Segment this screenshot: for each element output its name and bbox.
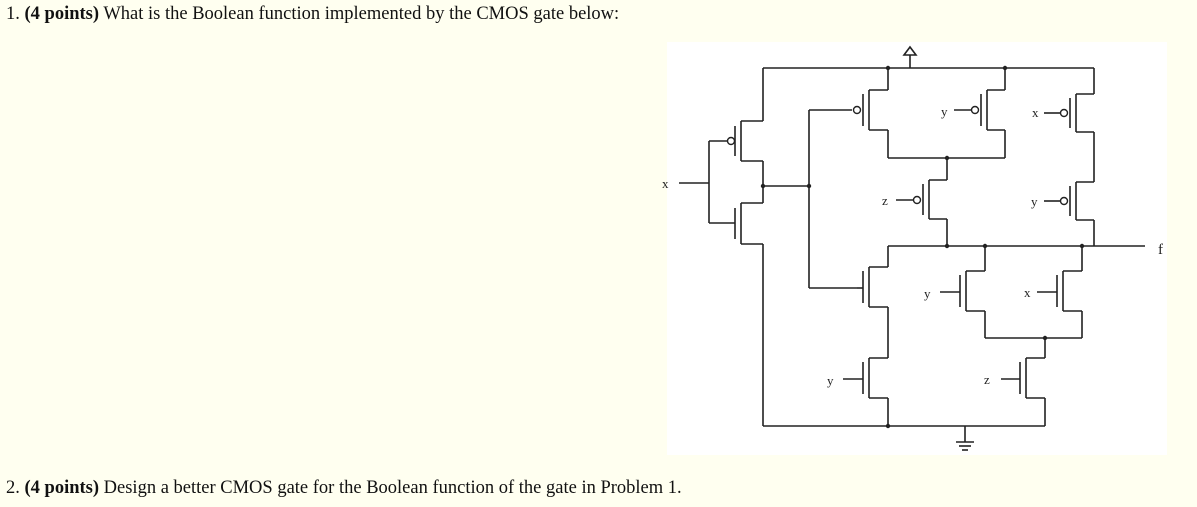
question-2-number: 2.: [6, 478, 20, 498]
nmos-mid-left: y: [924, 270, 986, 338]
nmos-label-3: y: [924, 286, 931, 301]
pmos-label-3: z: [882, 193, 888, 208]
xbar-wiring: [806, 109, 857, 289]
ground-symbol: [956, 426, 974, 451]
question-1-number: 1.: [6, 4, 20, 24]
nmos-left-top: [857, 266, 889, 358]
question-1: 1. (4 points) What is the Boolean functi…: [6, 3, 619, 25]
question-2-points: (4 points): [24, 478, 100, 498]
question-2: 2. (4 points) Design a better CMOS gate …: [6, 477, 682, 499]
question-2-text: Design a better CMOS gate for the Boolea…: [103, 478, 682, 498]
vdd-symbol: [902, 45, 918, 68]
nmos-label-4: z: [984, 372, 990, 387]
output-f-label: f: [1158, 242, 1163, 258]
input-x-label: x: [662, 176, 669, 191]
pmos-label-4: y: [1031, 194, 1038, 209]
nmos-bottom-right: z: [984, 338, 1046, 426]
pmos-top-middle: y: [941, 68, 1006, 158]
question-1-points: (4 points): [24, 4, 100, 24]
question-1-text: What is the Boolean function implemented…: [103, 4, 620, 24]
pmos-mid-left: z: [882, 179, 948, 246]
nmos-left-bottom: y: [827, 357, 889, 426]
pmos-top-left: [852, 68, 889, 158]
pmos-label-2: x: [1032, 105, 1039, 120]
pmos-top-right: x: [1032, 68, 1095, 182]
nmos-label-1: y: [827, 373, 834, 388]
input-inverter: x: [662, 68, 809, 426]
nmos-mid-right: x: [1024, 270, 1083, 338]
nmos-label-2: x: [1024, 285, 1031, 300]
cmos-schematic: x y: [662, 45, 1163, 451]
pmos-label-1: y: [941, 104, 948, 119]
pmos-mid-right: y: [1031, 181, 1095, 246]
cmos-circuit-diagram: x y: [662, 42, 1167, 455]
